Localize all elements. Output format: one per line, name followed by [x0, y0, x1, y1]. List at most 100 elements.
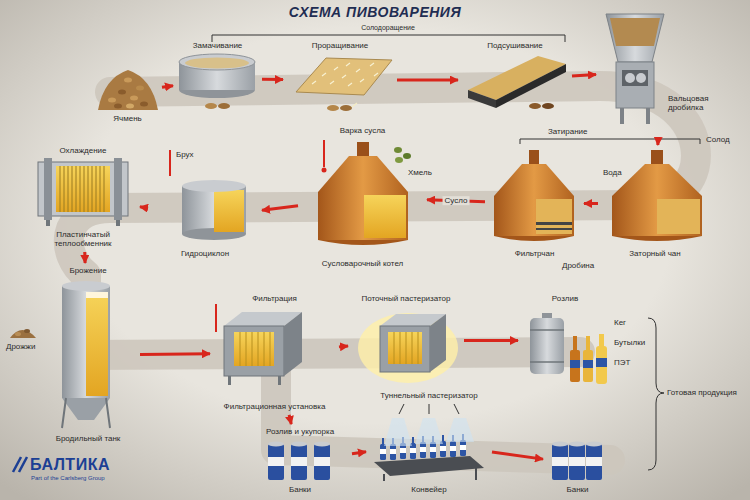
- flash-pasteurizer: [394, 332, 418, 364]
- keg-and-bottles: [570, 350, 580, 382]
- germination-tray: [312, 63, 378, 86]
- stage-label: Заторный чан: [601, 249, 709, 259]
- keg-and-bottles: [583, 350, 593, 382]
- keg-and-bottles: [596, 358, 607, 367]
- keg-and-bottles: [530, 318, 564, 374]
- steeping-vessel: [179, 54, 255, 109]
- tunnel-conveyor: [410, 437, 416, 459]
- yeast-pile: [10, 330, 36, 338]
- stage-label: Розлив и укупорка: [251, 427, 349, 437]
- lauter-tun: [536, 199, 572, 234]
- equipment-node: Розлив и укупоркаБанки: [250, 426, 350, 496]
- barley-pile: [98, 70, 158, 110]
- filter-unit: [240, 332, 270, 366]
- fermentation-tank: [86, 292, 108, 298]
- lauter-tun: [529, 150, 539, 164]
- kiln: [468, 56, 566, 109]
- barley-pile: [126, 104, 134, 109]
- lauter-tun: [536, 222, 572, 225]
- lauter-tun: [494, 196, 574, 236]
- poster-title: СХЕМА ПИВОВАРЕНИЯ: [250, 4, 500, 20]
- equipment-node: БрожениеБродильный танк: [38, 265, 138, 445]
- stage-label: Варка сусла: [301, 126, 424, 136]
- bracket: [648, 318, 664, 470]
- mash-tun: [657, 199, 700, 234]
- tunnel-conveyor: [384, 462, 476, 481]
- hydrocyclone: [170, 150, 246, 240]
- stage-label: Розлив: [521, 294, 609, 304]
- bracket: [520, 139, 700, 144]
- roller-mill: [606, 14, 664, 62]
- brand-logo: БАЛТИКА: [30, 455, 110, 474]
- flow-arrow: [584, 202, 598, 205]
- lauter-tun: [494, 150, 574, 241]
- lauter-tun: [494, 164, 574, 196]
- wort-kettle: [318, 240, 408, 245]
- roller-mill: [622, 70, 648, 86]
- roller-mill: [610, 18, 660, 46]
- equipment-node: Вальцовая дробилка: [598, 5, 725, 135]
- hydrocyclone: [169, 150, 171, 176]
- mash-tun: [612, 236, 702, 241]
- can-group: [268, 442, 284, 481]
- group-label: Затирание: [548, 127, 587, 137]
- equipment-node: Проращивание: [285, 40, 395, 120]
- roller-mill: [616, 62, 654, 108]
- flow-arrow: [572, 74, 596, 76]
- product-label: Кег: [614, 318, 626, 328]
- germination-tray: [296, 58, 392, 111]
- tunnel-conveyor: [374, 404, 484, 481]
- yeast-pile: [15, 332, 21, 336]
- plate-heat-exchanger: [60, 166, 104, 212]
- wort-kettle: [318, 140, 411, 245]
- hydrocyclone: [182, 186, 246, 234]
- stage-label: Фильтрчан: [488, 249, 581, 259]
- can-group: [552, 442, 602, 481]
- keg-and-bottles: [599, 334, 604, 347]
- filter-unit: [215, 304, 217, 332]
- wort-kettle: [364, 195, 406, 238]
- plate-heat-exchanger: [116, 220, 120, 226]
- equipment-node: Туннельный пастеризаторКонвейер: [368, 390, 490, 496]
- tunnel-conveyor: [446, 418, 474, 442]
- wort-kettle: [318, 192, 408, 240]
- stage-label: Замачивание: [176, 41, 259, 51]
- tunnel-conveyor: [415, 418, 443, 444]
- kiln: [529, 103, 541, 109]
- stage-label: Пластинчатый теплообменник: [29, 230, 137, 249]
- hydrocyclone: [214, 190, 244, 232]
- plate-heat-exchanger: [38, 158, 128, 226]
- tunnel-conveyor: [399, 404, 459, 414]
- wort-kettle: [322, 168, 327, 173]
- flow-arrow: [397, 79, 458, 82]
- flash-pasteurizer: [380, 326, 430, 372]
- fermentation-tank: [62, 281, 110, 291]
- stage-label: Банки: [546, 485, 609, 495]
- lauter-tun: [494, 236, 574, 241]
- mash-tun: [612, 150, 702, 241]
- equipment-node: Заторный чан: [600, 147, 710, 260]
- flow-arrow: [140, 352, 210, 356]
- filter-unit: [278, 376, 281, 385]
- process-band: [69, 86, 696, 355]
- equipment-node: Подсушивание: [460, 40, 570, 120]
- flow-arrow: [262, 78, 283, 81]
- barley-pile: [114, 104, 122, 109]
- product-label: ПЭТ: [614, 358, 630, 368]
- germination-tray: [296, 58, 392, 95]
- keg-and-bottles: [573, 336, 577, 351]
- keg-and-bottles: [596, 346, 607, 384]
- flow-arrow: [492, 452, 543, 459]
- stage-label: Гидроциклон: [151, 249, 259, 259]
- flow-arrow: [289, 415, 291, 424]
- barley-pile: [140, 102, 148, 107]
- mash-tun: [612, 196, 702, 236]
- bracket-label: Готовая продукция: [667, 388, 737, 398]
- product-label: Бутылки: [614, 338, 645, 348]
- equipment-node: Ячмень: [95, 60, 160, 125]
- wort-kettle: [357, 142, 369, 156]
- wort-kettle: [318, 156, 408, 192]
- barley-pile: [108, 98, 116, 103]
